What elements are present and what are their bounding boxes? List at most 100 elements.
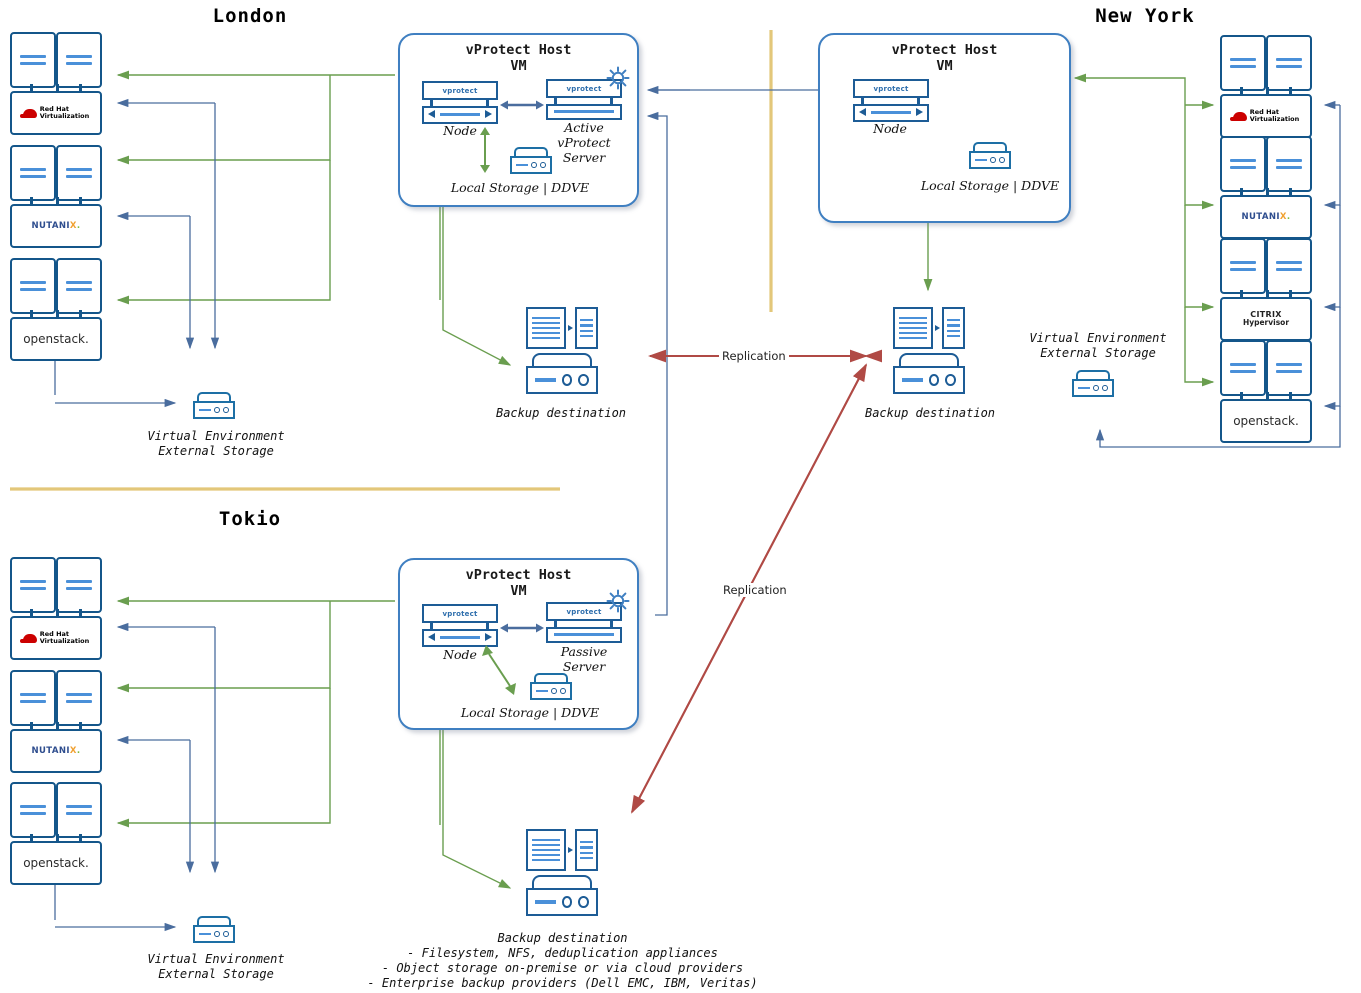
openstack-icon: openstack.: [23, 332, 89, 346]
gear-icon-tokio: [606, 589, 630, 613]
backup-destination-legend-tokio: Backup destination - Filesystem, NFS, de…: [300, 931, 825, 991]
hostvm-title-line2: VM: [936, 58, 953, 74]
node-storage-link-london: [480, 127, 490, 173]
vm-icon: [1220, 136, 1266, 192]
brand-line-1: Red Hat: [39, 104, 69, 113]
hypervisor-platform-box: NUTANIX.: [10, 729, 102, 773]
redhat-icon: Red Hat Virtualization: [1229, 108, 1299, 124]
vm-icon: [1266, 136, 1312, 192]
nutanix-icon: NUTANIX.: [31, 221, 81, 231]
node-storage-link-tokio: [482, 645, 516, 695]
vprotect-node-icon-tokio: vprotect: [422, 604, 498, 647]
external-storage-label-london: Virtual Environment External Storage: [147, 429, 285, 458]
redhat-icon: Red Hat Virtualization: [19, 104, 90, 121]
vm-icon: [56, 145, 102, 201]
vm-icon: [56, 557, 102, 613]
vm-icon: [10, 145, 56, 201]
backup-note-1: - Filesystem, NFS, deduplication applian…: [407, 946, 718, 960]
hostvm-title-line1: vProtect Host: [891, 42, 998, 58]
vm-icon: [1266, 340, 1312, 396]
server-label-london: Active vProtect Server: [557, 120, 611, 165]
hypervisor-platform-box: openstack.: [1220, 399, 1312, 443]
vprotect-host-vm-london[interactable]: vProtect Host VM vprotect Node vprotect …: [398, 33, 639, 207]
node-server-link-london: [500, 100, 544, 110]
vprotect-badge: vprotect: [442, 86, 478, 95]
local-storage-icon-tokio: [530, 673, 572, 700]
vm-icon: [10, 32, 56, 88]
vm-icon: [10, 782, 56, 838]
brand-line-2: Virtualization: [39, 112, 90, 120]
vm-icon: [1220, 238, 1266, 294]
node-server-link-tokio: [500, 623, 544, 633]
hypervisor-stack-newyork-openstack[interactable]: openstack.: [1220, 340, 1312, 443]
external-storage-label-newyork: Virtual Environment External Storage: [1029, 331, 1167, 360]
vm-icons: [10, 258, 102, 314]
hypervisor-stack-london-openstack[interactable]: openstack.: [10, 258, 102, 361]
hypervisor-platform-box: NUTANIX.: [10, 204, 102, 248]
hypervisor-stack-tokio-openstack[interactable]: openstack.: [10, 782, 102, 885]
local-storage-label-london: Local Storage | DDVE: [450, 180, 590, 195]
nutanix-icon: NUTANIX.: [1241, 212, 1291, 222]
openstack-icon: openstack.: [23, 856, 89, 870]
vm-icon: [10, 557, 56, 613]
backup-note-2: - Object storage on-premise or via cloud…: [381, 961, 744, 975]
redhat-icon: Red Hat Virtualization: [19, 630, 89, 646]
backup-destination-icon-london: [526, 307, 598, 394]
stack-legs: [10, 84, 102, 91]
hypervisor-platform-box: CITRIX Hypervisor: [1220, 297, 1312, 341]
hypervisor-stack-london-nutanix[interactable]: NUTANIX.: [10, 145, 102, 248]
vm-icon: [1220, 340, 1266, 396]
vm-icon: [1266, 238, 1312, 294]
citrix-icon: CITRIX Hypervisor: [1242, 309, 1290, 327]
vm-icons: [10, 145, 102, 201]
local-storage-label-newyork: Local Storage | DDVE: [920, 178, 1060, 193]
external-storage-icon-tokio: [193, 916, 235, 943]
hypervisor-stack-newyork-nutanix[interactable]: NUTANIX.: [1220, 136, 1312, 239]
hypervisor-platform-box: Red Hat Virtualization: [10, 91, 102, 135]
vm-icon: [1220, 35, 1266, 91]
replication-label-horizontal: Replication: [719, 349, 789, 363]
external-storage-icon-newyork: [1072, 370, 1114, 397]
backup-destination-label-tokio: Backup destination: [497, 931, 628, 945]
site-title-tokio: Tokio: [218, 508, 282, 530]
vm-icons: [10, 32, 102, 88]
vm-icon: [10, 258, 56, 314]
hypervisor-platform-box: NUTANIX.: [1220, 195, 1312, 239]
hypervisor-stack-tokio-redhat[interactable]: Red Hat Virtualization: [10, 557, 102, 660]
stack-legs: [10, 197, 102, 204]
stack-legs: [10, 310, 102, 317]
vprotect-server-icon-tokio: vprotect: [546, 602, 622, 643]
hypervisor-stack-london-redhat[interactable]: Red Hat Virtualization: [10, 32, 102, 135]
hostvm-title-line2: VM: [510, 58, 527, 74]
node-label-newyork: Node: [873, 121, 907, 136]
vm-icon: [56, 258, 102, 314]
backup-note-3: - Enterprise backup providers (Dell EMC,…: [367, 976, 758, 990]
vm-icon: [56, 32, 102, 88]
local-storage-label-tokio: Local Storage | DDVE: [460, 705, 600, 720]
hypervisor-platform-box: Red Hat Virtualization: [1220, 94, 1312, 138]
hypervisor-platform-box: Red Hat Virtualization: [10, 616, 102, 660]
vm-icon: [1266, 35, 1312, 91]
site-title-london: London: [212, 5, 288, 27]
hypervisor-stack-newyork-redhat[interactable]: Red Hat Virtualization: [1220, 35, 1312, 138]
vm-icon: [10, 670, 56, 726]
vm-icon: [56, 670, 102, 726]
replication-label-diagonal: Replication: [720, 583, 790, 597]
hypervisor-stack-newyork-citrix[interactable]: CITRIX Hypervisor: [1220, 238, 1312, 341]
hostvm-title-line2: VM: [510, 583, 527, 599]
passive-to-active-link: [646, 111, 668, 616]
vm-icon: [56, 782, 102, 838]
nutanix-icon: NUTANIX.: [31, 746, 81, 756]
vprotect-host-vm-newyork[interactable]: vProtect Host VM vprotect Node Local Sto…: [818, 33, 1071, 223]
external-storage-label-tokio: Virtual Environment External Storage: [147, 952, 285, 981]
vprotect-badge: vprotect: [566, 607, 602, 616]
vprotect-badge: vprotect: [873, 84, 909, 93]
vprotect-node-icon-london: vprotect: [422, 81, 498, 124]
vprotect-node-icon-newyork: vprotect: [853, 79, 929, 122]
vprotect-host-vm-tokio[interactable]: vProtect Host VM vprotect Node vprotect …: [398, 558, 639, 730]
local-storage-icon-london: [510, 147, 552, 174]
hypervisor-platform-box: openstack.: [10, 841, 102, 885]
hypervisor-stack-tokio-nutanix[interactable]: NUTANIX.: [10, 670, 102, 773]
vprotect-badge: vprotect: [566, 84, 602, 93]
